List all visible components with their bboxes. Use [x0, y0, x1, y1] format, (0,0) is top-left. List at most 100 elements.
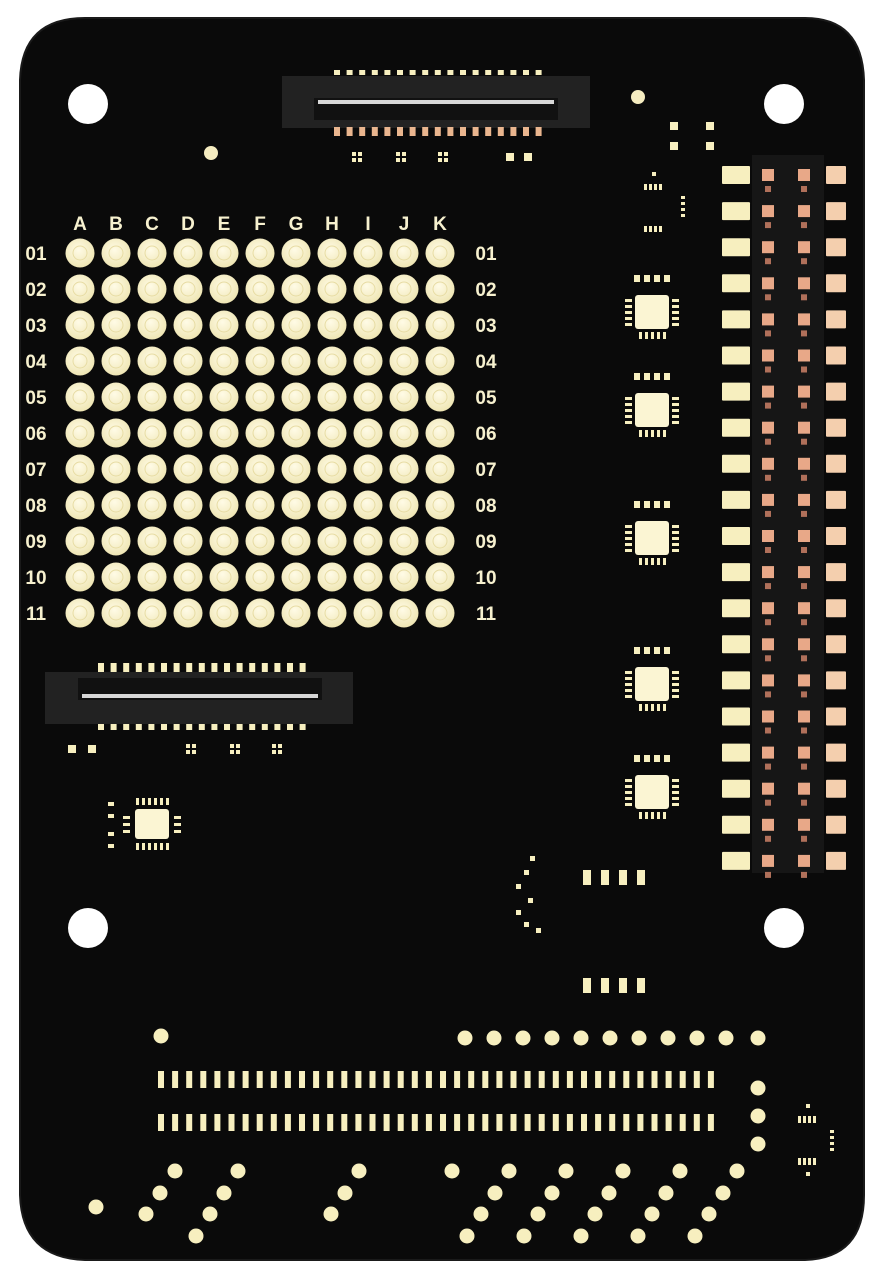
row-label-left: 05 [25, 388, 47, 409]
pad-hole [252, 353, 268, 369]
chip-lead [136, 798, 139, 805]
connector-pin [261, 724, 268, 730]
via-pad [188, 1228, 204, 1244]
pad-hole [108, 389, 124, 405]
solder-pad-icon [281, 238, 311, 268]
pin-header-icon [798, 493, 810, 506]
solder-pad-icon [389, 310, 419, 340]
edge-pad [552, 1114, 559, 1131]
smd-pad [654, 373, 660, 380]
chip-lead [672, 803, 679, 806]
smd-pad [644, 226, 647, 232]
column-label: A [73, 214, 87, 235]
connector-pin [485, 70, 492, 75]
smd-pad [798, 1158, 801, 1165]
smd-pad [798, 1116, 801, 1123]
pad-hole [360, 353, 376, 369]
pad-hole [360, 317, 376, 333]
pad-hole [288, 497, 304, 513]
smd-pad [670, 142, 678, 150]
pad-hole [288, 353, 304, 369]
pad-hole [360, 569, 376, 585]
pin-header-icon [798, 566, 810, 579]
pad-hole [144, 497, 160, 513]
edge-pad [299, 1071, 305, 1088]
pad-hole [144, 281, 160, 297]
smd-pad [706, 122, 714, 130]
row-label-right: 08 [475, 496, 496, 517]
chip-lead [160, 798, 163, 805]
header-pad [722, 490, 750, 509]
connector-pin [287, 663, 293, 673]
header-pad [722, 310, 750, 329]
row-label-left: 10 [25, 568, 46, 589]
row-label-left: 09 [25, 532, 46, 553]
pad-hole [288, 281, 304, 297]
connector-pin [123, 663, 130, 673]
header-pad [722, 599, 750, 618]
solder-pad-icon [245, 490, 275, 520]
pad-hole [324, 497, 340, 513]
connector-pin [434, 127, 441, 136]
edge-pad [623, 1114, 630, 1131]
via-pad [486, 1030, 502, 1046]
edge-pad [538, 1071, 545, 1088]
solder-pad-icon [389, 454, 419, 484]
chip-lead [625, 549, 632, 552]
edge-pad [454, 1114, 461, 1131]
solder-pad-icon [425, 454, 455, 484]
connector-pin [523, 127, 529, 136]
qfn-chip-icon [635, 521, 669, 555]
header-pin-shadow [801, 330, 807, 337]
pad-hole [360, 461, 376, 477]
pad-hole [252, 497, 268, 513]
header-pad [826, 202, 846, 221]
smd-pad [236, 750, 240, 754]
smd-pad [830, 1136, 834, 1139]
solder-pad-icon [101, 238, 131, 268]
header-pad [826, 274, 846, 293]
pin-header-icon [798, 854, 810, 867]
solder-pad-icon [173, 598, 203, 628]
connector-pin [236, 724, 243, 730]
edge-pad [552, 1071, 559, 1088]
pad-hole [432, 353, 448, 369]
qfn-chip-icon [635, 775, 669, 809]
solder-pad-icon [101, 346, 131, 376]
chip-lead [625, 671, 632, 674]
edge-pad [468, 1071, 475, 1088]
pad-hole [108, 281, 124, 297]
solder-pad-icon [137, 454, 167, 484]
header-pad [826, 382, 846, 401]
connector-pin [523, 70, 529, 75]
connector-pin [148, 724, 155, 730]
connector-pin [186, 663, 193, 673]
header-pad [826, 599, 846, 618]
smd-pad [808, 1116, 811, 1123]
connector-pin [236, 663, 243, 673]
edge-pad [172, 1114, 179, 1131]
smd-pad [108, 802, 114, 806]
via-pad [687, 1228, 703, 1244]
via-pad [715, 1185, 731, 1201]
column-label: K [433, 214, 447, 235]
pad-hole [396, 353, 412, 369]
pad-hole [252, 533, 268, 549]
smd-pad [813, 1158, 816, 1165]
pad-hole [72, 281, 88, 297]
smd-pad [358, 152, 362, 156]
qfn-chip-icon [635, 295, 669, 329]
edge-pad [369, 1114, 376, 1131]
pin-header-icon [762, 746, 774, 759]
smd-pad [236, 744, 240, 748]
edge-pad [538, 1114, 545, 1131]
connector-pin [161, 724, 167, 730]
smd-components [516, 122, 834, 1176]
smd-pad [664, 275, 670, 282]
column-label: J [399, 214, 410, 235]
header-pad [826, 563, 846, 582]
header-pin-shadow [765, 691, 771, 698]
pad-hole [216, 461, 232, 477]
pin-header-icon [762, 241, 774, 254]
chip-lead [672, 797, 679, 800]
